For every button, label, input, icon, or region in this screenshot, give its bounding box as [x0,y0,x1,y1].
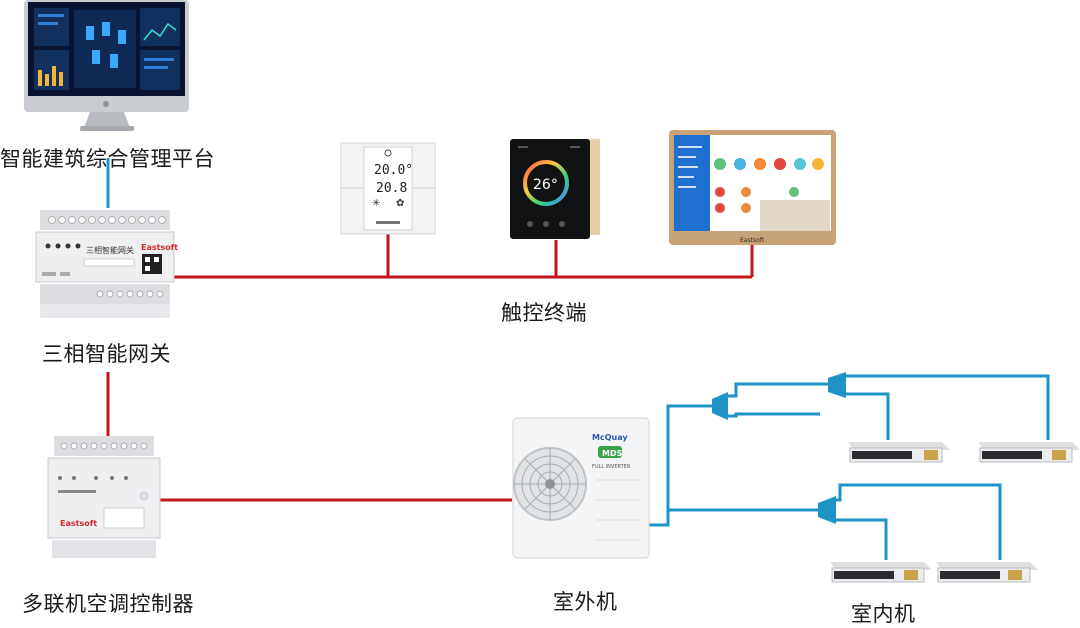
indoor-unit [830,562,932,583]
indoor-unit [978,442,1080,463]
outdoor-brand-text: McQuay [592,433,628,442]
outdoor-model-text: MDS [602,449,623,458]
ac-controller-device: Eastsoft [47,436,161,558]
outdoor-unit-device: McQuay MDS FULL INVERTER [512,417,650,559]
branch-joint [828,372,846,398]
platform-monitor [24,0,189,131]
indoor-unit-label: 室内机 [851,602,916,626]
platform-label: 智能建筑综合管理平台 [0,147,215,171]
black-panel-terminal: 26° [510,139,600,239]
svg-text:✳: ✳ [372,198,380,209]
gateway-brand-text: Eastsoft [141,243,178,252]
branch-joint [712,392,728,420]
outdoor-unit-label: 室外机 [553,590,618,614]
thermostat-terminal: 20.0° 20.8 ✳ ✿ [340,142,436,235]
outdoor-sub-text: FULL INVERTER [592,464,631,470]
indoor-unit [936,562,1038,583]
thermostat-temp-set: 20.0° [374,163,413,178]
touch-terminal-label: 触控终端 [501,301,587,325]
gateway-name-text: 三相智能网关 [86,245,134,255]
ac-controller-label: 多联机空调控制器 [22,592,194,616]
gateway-label: 三相智能网关 [42,342,171,366]
indoor-unit [848,442,950,463]
panel-temp-display: 26° [533,177,558,193]
thermostat-temp-room: 20.8 [376,181,407,196]
controller-brand-text: Eastsoft [60,519,97,528]
smart-screen-terminal: Eastsoft [669,130,836,245]
gateway-device: 三相智能网关 Eastsoft [35,210,178,318]
branch-joint [818,496,836,524]
svg-text:✿: ✿ [396,198,404,209]
connections [106,158,1050,560]
pipe-network [648,374,1050,560]
screen-brand-text: Eastsoft [740,237,765,244]
